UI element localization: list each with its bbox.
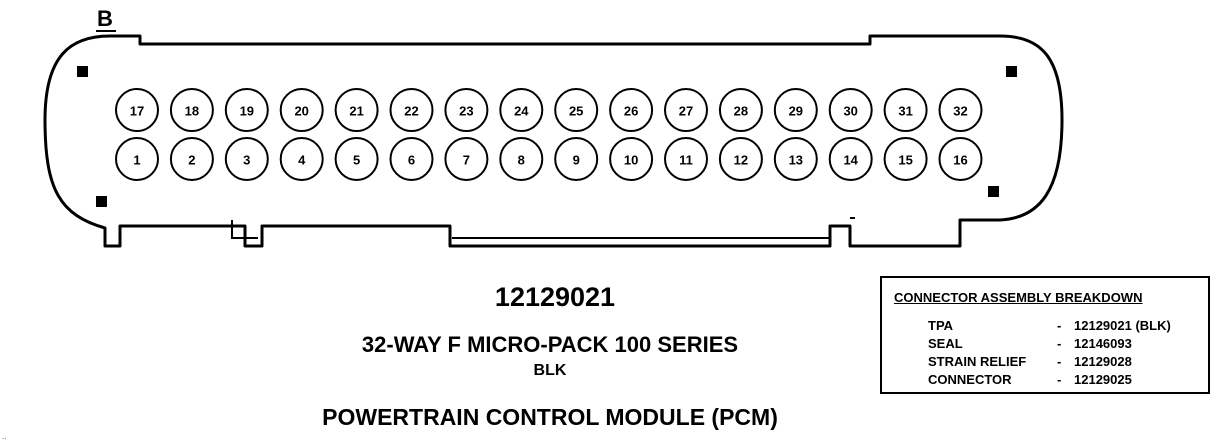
breakdown-dash: - (1057, 336, 1062, 351)
pin-cavity (499, 88, 544, 132)
pin-number: 9 (573, 153, 580, 168)
breakdown-dash: - (1057, 318, 1062, 333)
breakdown-label: CONNECTOR (928, 372, 1012, 387)
breakdown-dash: - (1057, 372, 1062, 387)
pin-number: 7 (463, 153, 470, 168)
breakdown-value: 12129025 (1074, 372, 1132, 387)
polarizing-key-bottom-right (988, 186, 999, 197)
pin-cavity (773, 137, 818, 181)
breakdown-title: CONNECTOR ASSEMBLY BREAKDOWN (894, 290, 1143, 305)
pin-cavity (883, 137, 928, 181)
module-name: POWERTRAIN CONTROL MODULE (PCM) (322, 404, 778, 430)
pin-cavity (554, 88, 599, 132)
breakdown-value: 12146093 (1074, 336, 1132, 351)
breakdown-row: SEAL - 12146093 (882, 336, 1212, 354)
pin-cavity (169, 137, 214, 181)
breakdown-label: TPA (928, 318, 954, 333)
pin-cavity (169, 88, 214, 132)
pin-number: 13 (789, 153, 803, 168)
pin-cavity (115, 137, 159, 181)
breakdown-dash: - (1057, 354, 1062, 369)
pin-cavity (279, 137, 324, 181)
breakdown-row: STRAIN RELIEF - 12129028 (882, 354, 1212, 372)
pin-cavity (334, 88, 379, 132)
pin-cavity (389, 88, 434, 132)
pin-number: 32 (953, 104, 967, 119)
top-pin-row: 17 18 19 20 21 22 23 24 25 26 27 28 29 30 31 32 (115, 88, 983, 132)
color-label: BLK (533, 362, 567, 379)
part-number: 12129021 (494, 282, 616, 312)
pin-number: 27 (679, 104, 693, 119)
pin-number: 15 (898, 153, 912, 168)
breakdown-row: CONNECTOR - 12129025 (882, 372, 1212, 390)
pin-number: 24 (514, 104, 529, 119)
pin-cavity (664, 137, 708, 181)
pin-number: 23 (459, 104, 473, 119)
pin-cavity (499, 137, 544, 181)
corner-mark: .. (2, 432, 7, 441)
pin-number: 11 (679, 153, 693, 168)
pin-number: 21 (349, 104, 363, 119)
pin-cavity (718, 88, 763, 132)
pin-number: 20 (294, 104, 308, 119)
pin-number: 6 (408, 153, 415, 168)
pin-number: 26 (624, 104, 638, 119)
pin-number: 16 (953, 153, 967, 168)
pin-cavity (115, 88, 159, 132)
breakdown-row: TPA - 12129021 (BLK) (882, 318, 1212, 336)
pin-cavity (828, 137, 873, 181)
pin-cavity (883, 88, 928, 132)
polarizing-key-top-right (1006, 66, 1017, 77)
connector-breakdown-box: CONNECTOR ASSEMBLY BREAKDOWN TPA - 12129… (880, 276, 1210, 394)
pin-cavity (664, 88, 708, 132)
pin-cavity (389, 137, 434, 181)
pin-number: 22 (404, 104, 418, 119)
pin-cavity (224, 137, 269, 181)
pin-cavity (773, 88, 818, 132)
pin-number: 18 (185, 104, 199, 119)
pin-number: 8 (518, 153, 525, 168)
pin-number: 19 (240, 104, 254, 119)
pin-cavity (938, 137, 983, 181)
pin-cavity (444, 88, 489, 132)
polarizing-key-bottom-left (96, 196, 107, 207)
pin-cavity (224, 88, 269, 132)
breakdown-value: 12129028 (1074, 354, 1132, 369)
pin-number: 30 (843, 104, 857, 119)
housing-lower-rail (231, 217, 855, 239)
pin-cavity (828, 88, 873, 132)
pin-number: 3 (243, 153, 250, 168)
breakdown-label: STRAIN RELIEF (928, 354, 1027, 369)
pin-cavity (718, 137, 763, 181)
side-label: B (97, 6, 113, 31)
pin-number: 25 (569, 104, 583, 119)
pin-number: 31 (898, 104, 912, 119)
pin-cavity (334, 137, 379, 181)
pin-number: 28 (734, 104, 748, 119)
pin-number: 10 (624, 153, 638, 168)
pin-number: 4 (298, 153, 306, 168)
pin-cavity (938, 88, 983, 132)
pin-number: 14 (843, 153, 858, 168)
series-title: 32-WAY F MICRO-PACK 100 SERIES (361, 332, 739, 357)
pin-cavity (554, 137, 599, 181)
pin-number: 29 (789, 104, 803, 119)
pin-number: 1 (133, 153, 140, 168)
pin-cavity (279, 88, 324, 132)
pin-number: 12 (734, 153, 748, 168)
breakdown-value: 12129021 (BLK) (1074, 318, 1171, 333)
polarizing-key-top-left (77, 66, 88, 77)
breakdown-label: SEAL (928, 336, 963, 351)
pin-cavity (444, 137, 489, 181)
pin-number: 5 (353, 153, 360, 168)
pin-cavity (609, 88, 654, 132)
pin-cavity (609, 137, 654, 181)
pin-number: 2 (188, 153, 195, 168)
pin-number: 17 (130, 104, 144, 119)
